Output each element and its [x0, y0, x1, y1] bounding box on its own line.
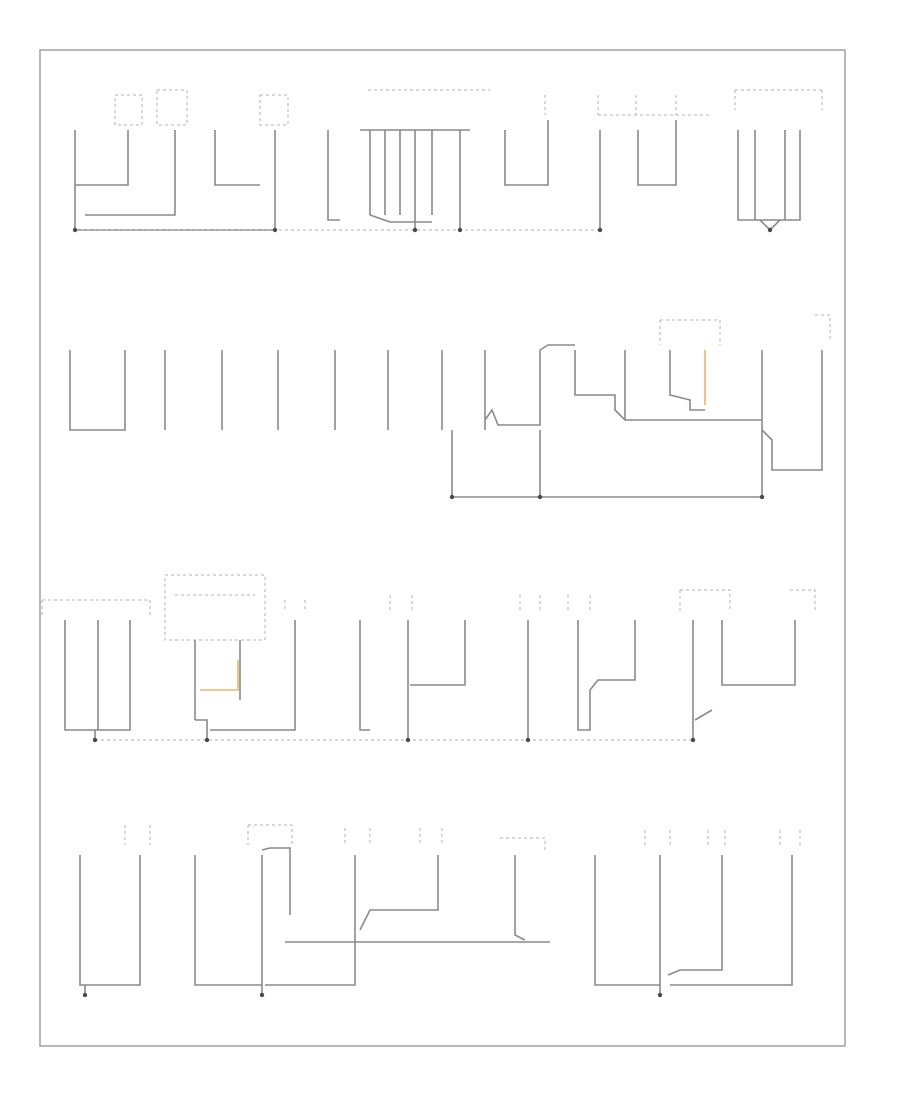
row-1-wiring — [72, 89, 823, 233]
diagram-frame — [39, 49, 846, 1047]
row-3-wiring — [41, 574, 816, 743]
row-4-wiring — [79, 824, 801, 998]
row-2-wiring — [69, 314, 831, 500]
